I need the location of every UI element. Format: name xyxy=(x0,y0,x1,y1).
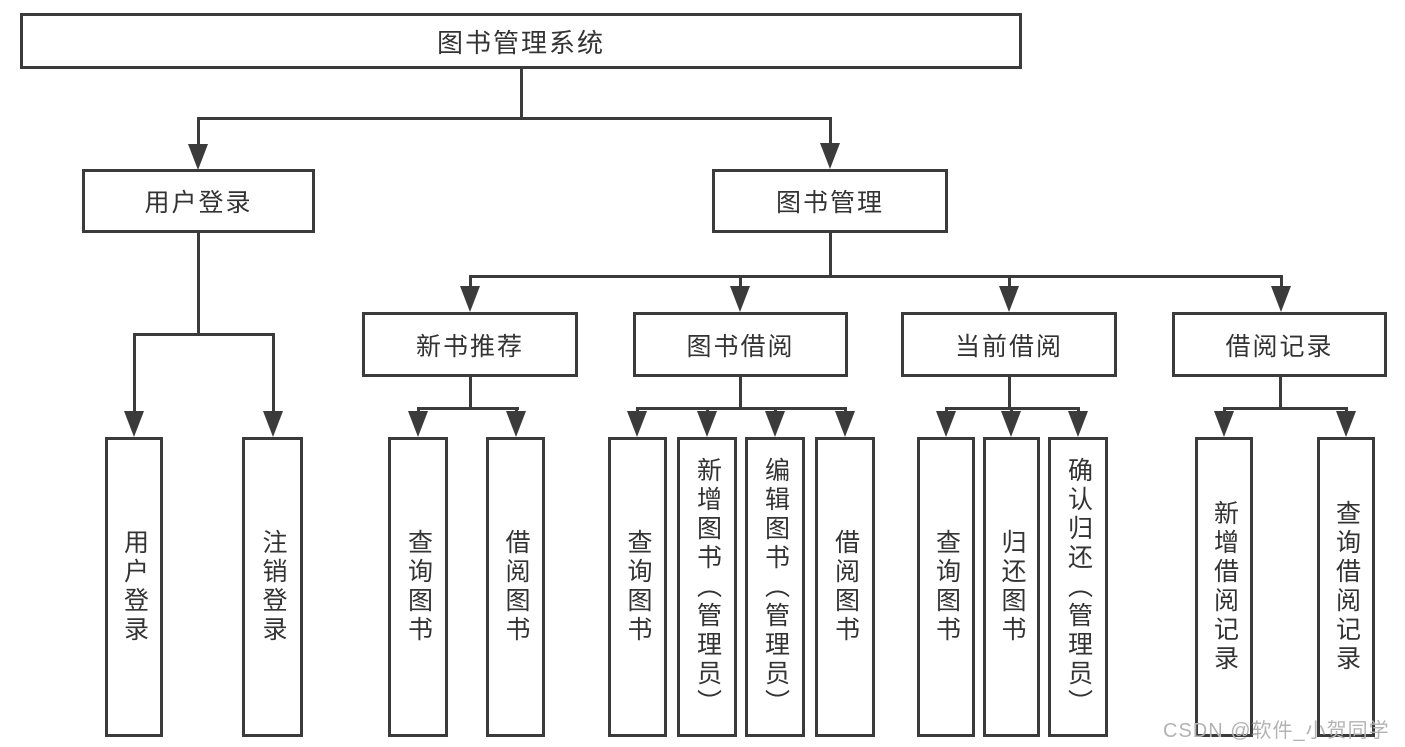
node-borrowing-records: 借阅记录 xyxy=(1172,312,1387,377)
connector-line xyxy=(739,275,742,289)
connector-line xyxy=(1008,377,1011,410)
node-query-books-borrowing: 查询图书 xyxy=(608,437,667,737)
connector-arrow xyxy=(1336,411,1356,437)
node-query-books-current: 查询图书 xyxy=(917,437,975,737)
connector-line xyxy=(133,333,275,336)
node-user-login: 用户登录 xyxy=(82,169,315,233)
connector-line xyxy=(774,407,777,414)
node-add-borrow-record: 新增借阅记录 xyxy=(1195,437,1253,737)
connector-line xyxy=(1280,275,1283,289)
node-label: 借阅图书 xyxy=(831,529,860,645)
node-book-borrowing: 图书借阅 xyxy=(633,312,848,377)
connector-line xyxy=(1223,407,1348,410)
connector-line xyxy=(706,407,709,414)
node-label: 用户登录 xyxy=(120,529,149,645)
connector-line xyxy=(1008,275,1011,289)
connector-line xyxy=(197,233,200,336)
node-label: 归还图书 xyxy=(998,529,1026,645)
connector-arrow xyxy=(506,411,526,437)
connector-line xyxy=(1345,407,1348,414)
node-label: 确认归还（管理员） xyxy=(1064,456,1093,718)
connector-arrow xyxy=(188,144,208,170)
connector-arrow xyxy=(408,411,428,437)
connector-line xyxy=(469,377,472,410)
csdn-watermark: CSDN @软件_小贺同学 xyxy=(1163,720,1390,742)
connector-arrow xyxy=(1214,411,1234,437)
connector-line xyxy=(469,275,1283,278)
connector-line xyxy=(829,233,832,278)
connector-line xyxy=(1279,377,1282,410)
node-logout: 注销登录 xyxy=(242,437,303,737)
connector-arrow xyxy=(1068,411,1088,437)
node-edit-book-admin: 编辑图书（管理员） xyxy=(745,437,805,737)
node-add-book-admin: 新增图书（管理员） xyxy=(677,437,737,737)
connector-line xyxy=(417,407,519,410)
connector-line xyxy=(469,275,472,289)
connector-line xyxy=(1010,407,1013,414)
node-user-login-leaf: 用户登录 xyxy=(105,437,163,737)
connector-arrow xyxy=(124,411,144,437)
connector-arrow xyxy=(460,286,480,312)
connector-arrow xyxy=(1001,411,1021,437)
connector-arrow xyxy=(936,411,956,437)
node-label: 查询图书 xyxy=(624,529,652,645)
connector-arrow xyxy=(263,411,283,437)
connector-line xyxy=(636,407,639,414)
node-label: 编辑图书（管理员） xyxy=(761,456,790,718)
node-label: 注销登录 xyxy=(259,529,287,645)
node-query-borrow-record: 查询借阅记录 xyxy=(1317,437,1375,737)
connector-line xyxy=(739,377,742,410)
connector-arrow xyxy=(835,411,855,437)
node-label: 查询图书 xyxy=(932,529,961,645)
connector-line xyxy=(133,333,136,413)
node-book-management: 图书管理 xyxy=(712,169,948,233)
node-query-books-recommend: 查询图书 xyxy=(388,437,448,737)
node-borrow-books-leaf: 借阅图书 xyxy=(815,437,875,737)
connector-line xyxy=(636,407,847,410)
connector-line xyxy=(272,333,275,413)
connector-line xyxy=(197,117,200,147)
connector-line xyxy=(945,407,948,414)
node-confirm-return-admin: 确认归还（管理员） xyxy=(1048,437,1108,737)
node-current-borrowing: 当前借阅 xyxy=(901,312,1117,377)
node-return-book: 归还图书 xyxy=(983,437,1040,737)
connector-line xyxy=(844,407,847,414)
connector-line xyxy=(520,69,523,120)
connector-line xyxy=(197,117,832,120)
node-library-system: 图书管理系统 xyxy=(20,13,1022,69)
node-label: 新增图书（管理员） xyxy=(693,456,722,718)
connector-line xyxy=(1223,407,1226,414)
connector-arrow xyxy=(999,286,1019,312)
node-borrow-books-recommend: 借阅图书 xyxy=(486,437,545,737)
connector-arrow xyxy=(730,286,750,312)
connector-arrow xyxy=(627,411,647,437)
connector-line xyxy=(1077,407,1080,414)
connector-line xyxy=(829,117,832,146)
connector-line xyxy=(417,407,420,414)
node-label: 查询借阅记录 xyxy=(1332,500,1361,674)
connector-arrow xyxy=(1271,286,1291,312)
connector-arrow xyxy=(820,143,840,169)
node-new-book-recommend: 新书推荐 xyxy=(362,312,578,377)
node-label: 查询图书 xyxy=(404,529,433,645)
node-label: 借阅图书 xyxy=(502,529,530,645)
node-label: 新增借阅记录 xyxy=(1210,500,1239,674)
connector-line xyxy=(515,407,518,414)
connector-arrow xyxy=(765,411,785,437)
connector-arrow xyxy=(697,411,717,437)
